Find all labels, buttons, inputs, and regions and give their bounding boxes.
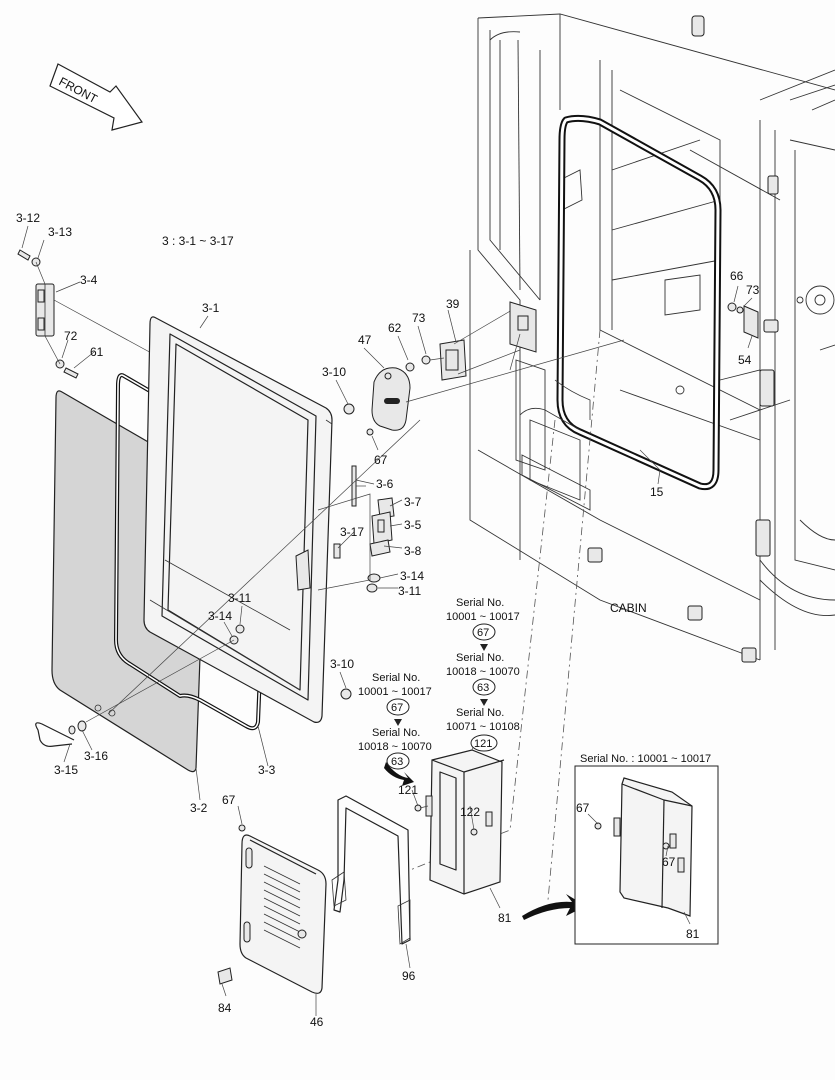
label-3-4: 3-4	[80, 273, 98, 287]
label-3-13: 3-13	[48, 225, 72, 239]
label-46: 46	[310, 1015, 324, 1029]
label-3-12: 3-12	[16, 211, 40, 225]
label-3-10-bottom: 3-10	[330, 657, 354, 671]
strap-96	[333, 795, 411, 945]
serial-callouts: Serial No. 10001 ~ 10017 67 Serial No. 1…	[358, 597, 520, 770]
storage-box-81	[414, 743, 505, 895]
serial-b-range: 10018 ~ 10070	[446, 666, 520, 678]
label-66: 66	[730, 269, 744, 283]
label-15: 15	[650, 485, 664, 499]
label-3-8: 3-8	[404, 544, 422, 558]
serial-d-label: Serial No.	[372, 672, 420, 684]
serial-c-range: 10071 ~ 10108	[446, 721, 520, 733]
label-39: 39	[446, 297, 460, 311]
inset-pointer-arrow	[522, 894, 586, 920]
label-73-right: 73	[746, 283, 760, 297]
inset-title: Serial No. : 10001 ~ 10017	[580, 753, 711, 765]
label-3-2: 3-2	[190, 801, 208, 815]
label-3-10-top: 3-10	[322, 365, 346, 379]
label-47: 47	[358, 333, 372, 347]
serial-63-arrow	[384, 762, 414, 786]
serial-a-label: Serial No.	[456, 597, 504, 609]
label-61: 61	[90, 345, 104, 359]
nut-3-10-top	[343, 403, 355, 415]
lock-mechanism	[317, 465, 395, 593]
door-seal-15	[519, 114, 722, 491]
label-3-7: 3-7	[404, 495, 422, 509]
nut-3-11	[235, 624, 245, 634]
serial-a-part: 67	[477, 627, 489, 639]
serial-e-label: Serial No.	[372, 727, 420, 739]
label-3-1: 3-1	[202, 301, 220, 315]
bracket-54	[727, 302, 779, 339]
label-3-14-right: 3-14	[400, 569, 424, 583]
front-direction-arrow: FRONT	[49, 63, 143, 131]
cover-plate-47	[366, 339, 625, 436]
striker-39	[405, 301, 537, 381]
serial-c-label: Serial No.	[456, 707, 504, 719]
label-67-inset-left: 67	[576, 801, 590, 815]
label-3-5: 3-5	[404, 518, 422, 532]
label-3-17: 3-17	[340, 525, 364, 539]
u-bolt-3-15	[35, 722, 75, 747]
label-3-11-left: 3-11	[228, 591, 251, 605]
label-3-6: 3-6	[376, 477, 394, 491]
label-3-15: 3-15	[54, 763, 78, 777]
hinge-assembly	[17, 249, 156, 379]
leader-lines	[21, 225, 753, 1016]
door-cover-46	[217, 824, 327, 994]
part-labels: 3-12 3-13 3-4 72 61 3-1 3-10 47 62 73 39…	[16, 211, 760, 1029]
label-67-cover: 67	[222, 793, 236, 807]
inset-panel	[574, 765, 719, 945]
label-62: 62	[388, 321, 402, 335]
label-54: 54	[738, 353, 752, 367]
label-81-inset: 81	[686, 927, 700, 941]
label-67-inset-right: 67	[662, 855, 676, 869]
nut-3-10-bottom	[340, 688, 352, 700]
label-67-lock: 67	[374, 453, 388, 467]
assembly-note: 3 : 3-1 ~ 3-17	[162, 234, 234, 248]
label-3-11-right: 3-11	[398, 584, 421, 598]
label-3-16: 3-16	[84, 749, 108, 763]
label-3-14-left: 3-14	[208, 609, 232, 623]
serial-e-range: 10018 ~ 10070	[358, 741, 432, 753]
door-frame-3-1	[143, 316, 333, 723]
serial-c-part: 121	[474, 738, 492, 750]
serial-e-part: 63	[391, 756, 403, 768]
label-73-top: 73	[412, 311, 426, 325]
label-121: 121	[398, 783, 418, 797]
serial-b-part: 63	[477, 682, 489, 694]
label-84: 84	[218, 1001, 232, 1015]
serial-d-part: 67	[391, 702, 403, 714]
serial-a-range: 10001 ~ 10017	[446, 611, 520, 623]
label-81: 81	[498, 911, 512, 925]
label-96: 96	[402, 969, 416, 983]
serial-b-label: Serial No.	[456, 652, 504, 664]
label-122: 122	[460, 805, 480, 819]
serial-d-range: 10001 ~ 10017	[358, 686, 432, 698]
label-72: 72	[64, 329, 78, 343]
label-3-3: 3-3	[258, 763, 276, 777]
cabin-label: CABIN	[610, 601, 647, 615]
cabin-structure	[469, 13, 835, 663]
